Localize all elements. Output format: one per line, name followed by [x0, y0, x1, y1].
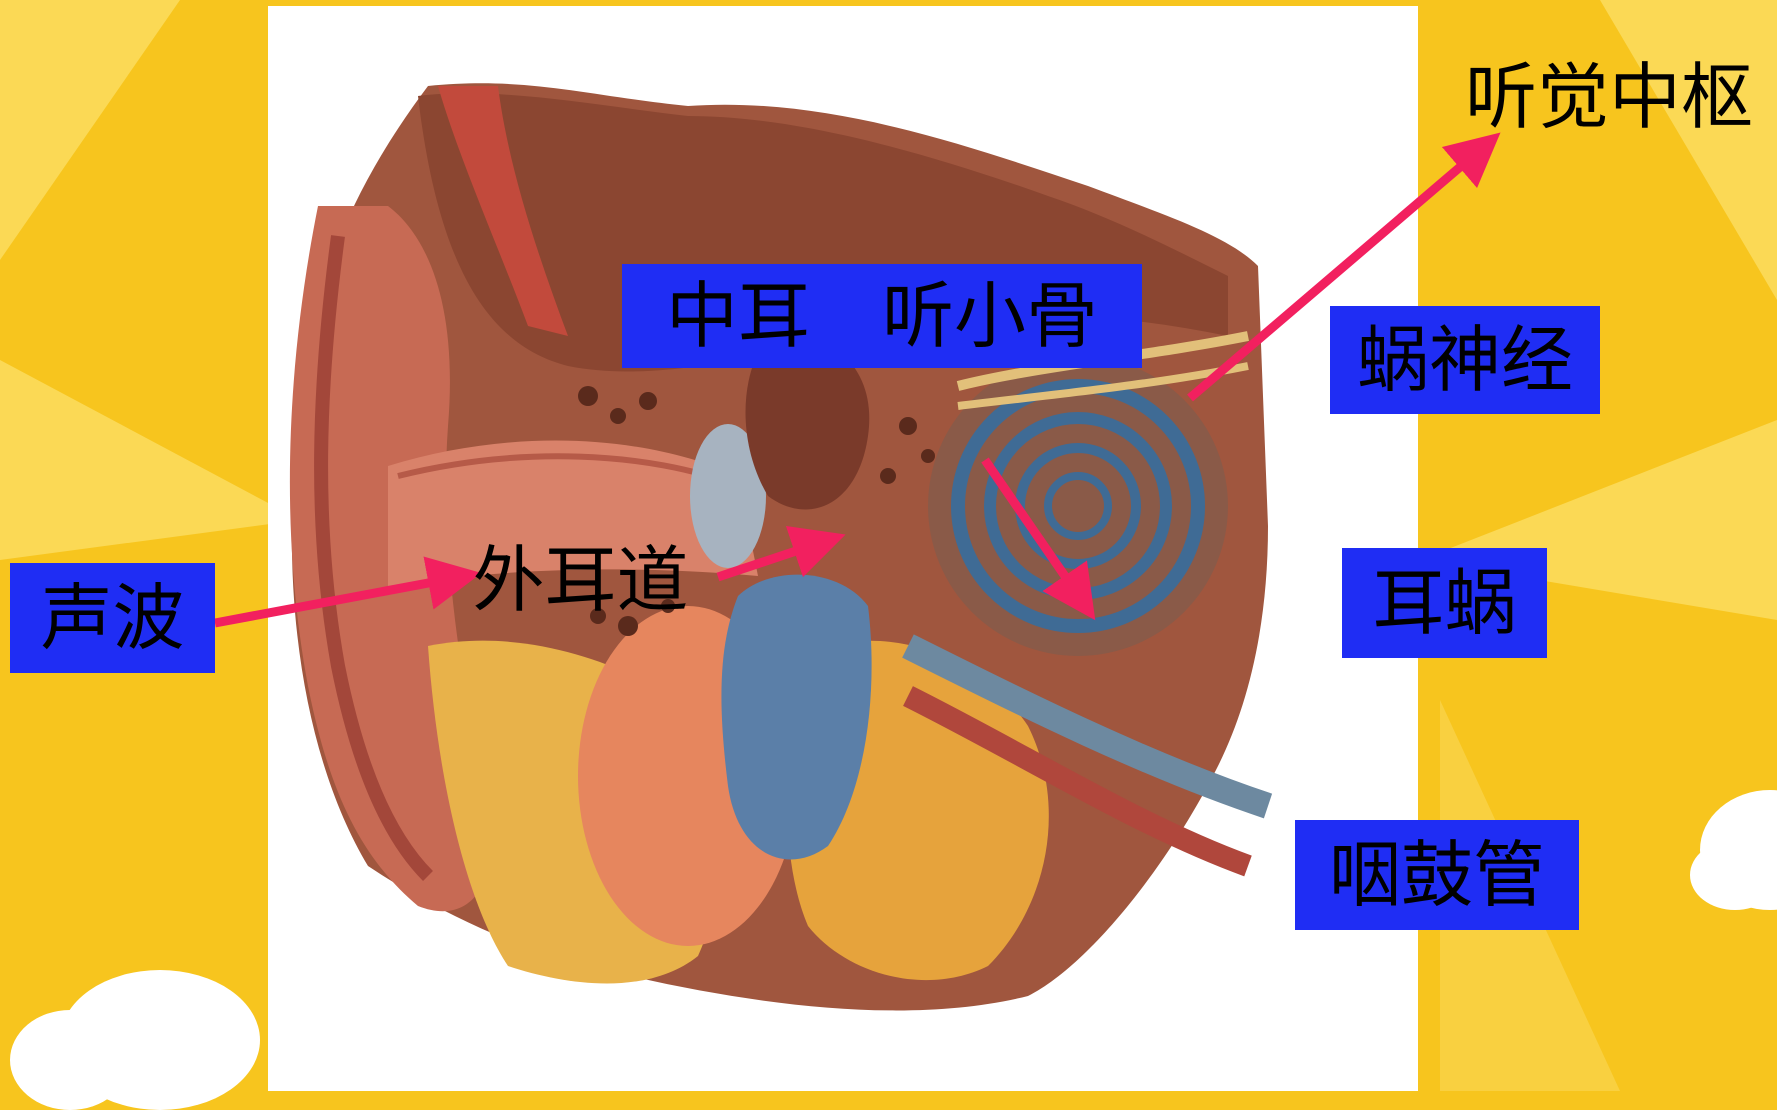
ear-anatomy-illustration [268, 6, 1418, 1091]
cloud-decoration-right-small [1690, 840, 1777, 910]
cochlea-label: 耳蜗 [1342, 548, 1547, 658]
cochlear-nerve-label: 蜗神经 [1330, 306, 1600, 414]
cloud-decoration-left-small [10, 1010, 130, 1110]
middle-ear-ossicles-label: 中耳 听小骨 [622, 264, 1142, 368]
sound-wave-label: 声波 [10, 563, 215, 673]
auditory-center-label: 听觉中枢 [1456, 52, 1762, 142]
eustachian-tube-label: 咽鼓管 [1295, 820, 1579, 930]
ear-canal-label: 外耳道 [468, 535, 693, 625]
